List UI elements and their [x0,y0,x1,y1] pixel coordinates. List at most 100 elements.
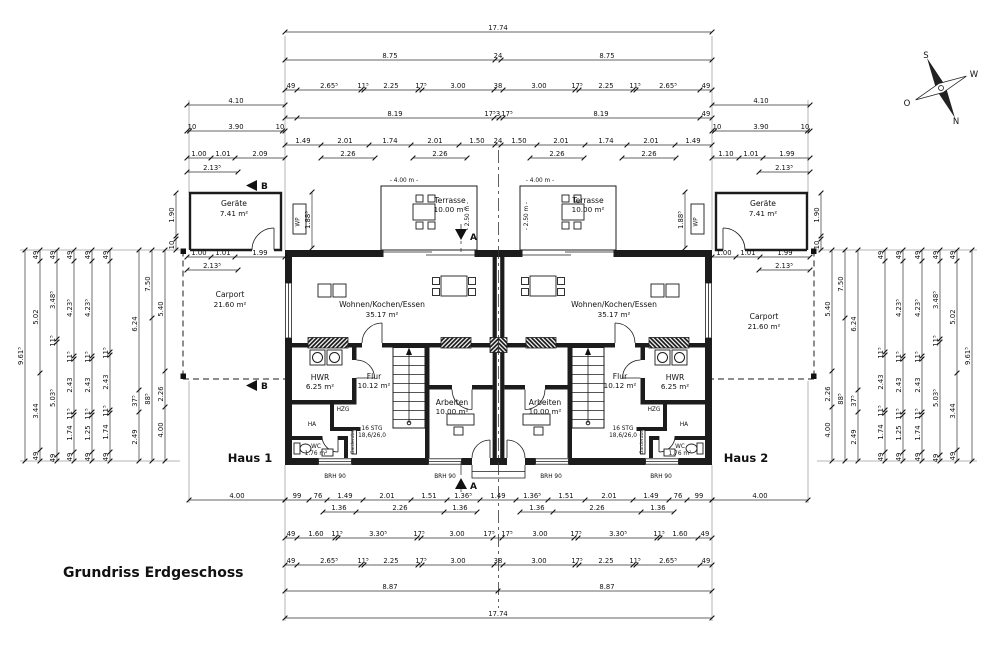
dim-tick [695,535,701,541]
dim-tick [807,267,813,273]
dim-tick [173,247,179,253]
dim-label: 1.74 [914,425,922,440]
room-label-flur-right: Flur [613,372,628,381]
dim-label: 17⁵ [415,557,427,565]
dim-tick [807,169,813,175]
dim-label: 1.51 [421,492,436,500]
extension-lines [20,36,977,621]
dim-label: 8.87 [382,583,397,591]
dim-tick [366,142,372,148]
room-area-hwr-left: 6.25 m² [306,382,334,391]
dim-label: 17⁵ [571,82,583,90]
dim-label: 1.49 [643,492,658,500]
dim-label: 49 [895,251,903,260]
dim-label: 3.44 [32,403,40,418]
dim-label: 11⁵ [629,82,641,90]
dim-tick [500,87,506,93]
dim-label: 7.50 [144,276,152,291]
dim-tick [633,87,639,93]
dim-tick [107,410,113,416]
dim-tick [184,155,190,161]
dim-tick [709,142,715,148]
dim-tick [173,233,179,239]
dim-tick [630,87,636,93]
dim-label: 1.00 [191,249,206,257]
dim-label: 3.30⁵ [369,530,387,538]
dim-label: 2.25 [383,82,398,90]
house-label-1: Haus 1 [228,451,272,465]
dim-tick [491,87,497,93]
entrance-porch [471,465,499,479]
dim-tick [282,102,288,108]
dim-tick [919,356,925,362]
dim-tick [805,497,811,503]
room-area-wc-right: 1.76 m² [669,450,692,457]
room-label-hwr-left: HWR [311,373,330,382]
dim-tick [937,258,943,264]
dim-label: 76 [314,492,323,500]
dim-tick [414,535,420,541]
dim-tick [709,588,715,594]
dim-label: 17.74 [488,24,507,32]
room-label-hwr-right: HWR [666,373,685,382]
dim-label: 8.19 [593,110,608,118]
dim-tick [464,155,470,161]
room-area-flur-right: 10.12 m² [604,381,637,390]
room-label-geraete-right: Geräte [750,199,776,208]
dim-label: 5.03⁵ [932,389,940,407]
section-letter-b-bottom: B [261,382,268,392]
dim-label: 4.10 [228,97,243,105]
dim-tick [630,562,636,568]
dim-label: 1.74 [382,137,397,145]
dim-tick [136,247,142,253]
dim-tick [37,258,43,264]
dim-tick [282,615,288,621]
dim-label: 1.51 [558,492,573,500]
dim-tick [804,128,811,134]
dim-tick [37,247,43,253]
dim-tick [500,562,506,568]
dim-label: 49 [914,453,922,462]
dim-tick [527,155,533,161]
dim-tick [709,102,715,108]
dim-tick [682,245,688,251]
terrace-width-note-left: - 4.00 m - [390,178,418,184]
dim-tick [900,258,906,264]
dim-tick [37,370,43,376]
dim-label: 38 [494,557,503,565]
dim-label: 1.90 [168,207,176,222]
dim-tick [162,458,168,464]
section-a-arrow-top [455,229,467,240]
dim-label: 2.01 [553,137,568,145]
dim-label: 2.13⁵ [203,262,221,270]
dim-tick [709,87,715,93]
dim-tick [760,155,766,161]
room-label-carport-left: Carport [216,290,245,299]
dim-tick [477,497,483,503]
dim-tick [855,458,861,464]
dim-label: 49 [49,454,57,463]
dim-label: 49 [32,452,40,461]
dim-tick [162,404,168,410]
dim-tick [149,247,155,253]
dim-label: 1.25 [84,425,92,440]
windows [285,282,462,465]
dim-label: 3.30⁵ [609,530,627,538]
dim-tick [361,87,367,93]
garderobe-label-right: Garderobe [639,430,645,454]
dim-label: 17⁵ [413,530,425,538]
dim-label: 5.02 [32,309,40,324]
dim-tick [697,115,703,121]
dim-tick [697,87,703,93]
room-label-wc-right: WC [675,444,685,450]
dim-label: 1.74 [877,424,885,439]
dim-label: 2.26 [392,504,407,512]
dim-label: 49 [102,251,110,260]
dim-label: 49 [102,453,110,462]
dim-tick [282,562,288,568]
dim-tick [630,497,636,503]
dim-label: 11⁵ [84,351,92,363]
dim-label: 2.01 [643,137,658,145]
dim-tick [757,254,763,260]
dim-label: 3.00 [450,557,465,565]
